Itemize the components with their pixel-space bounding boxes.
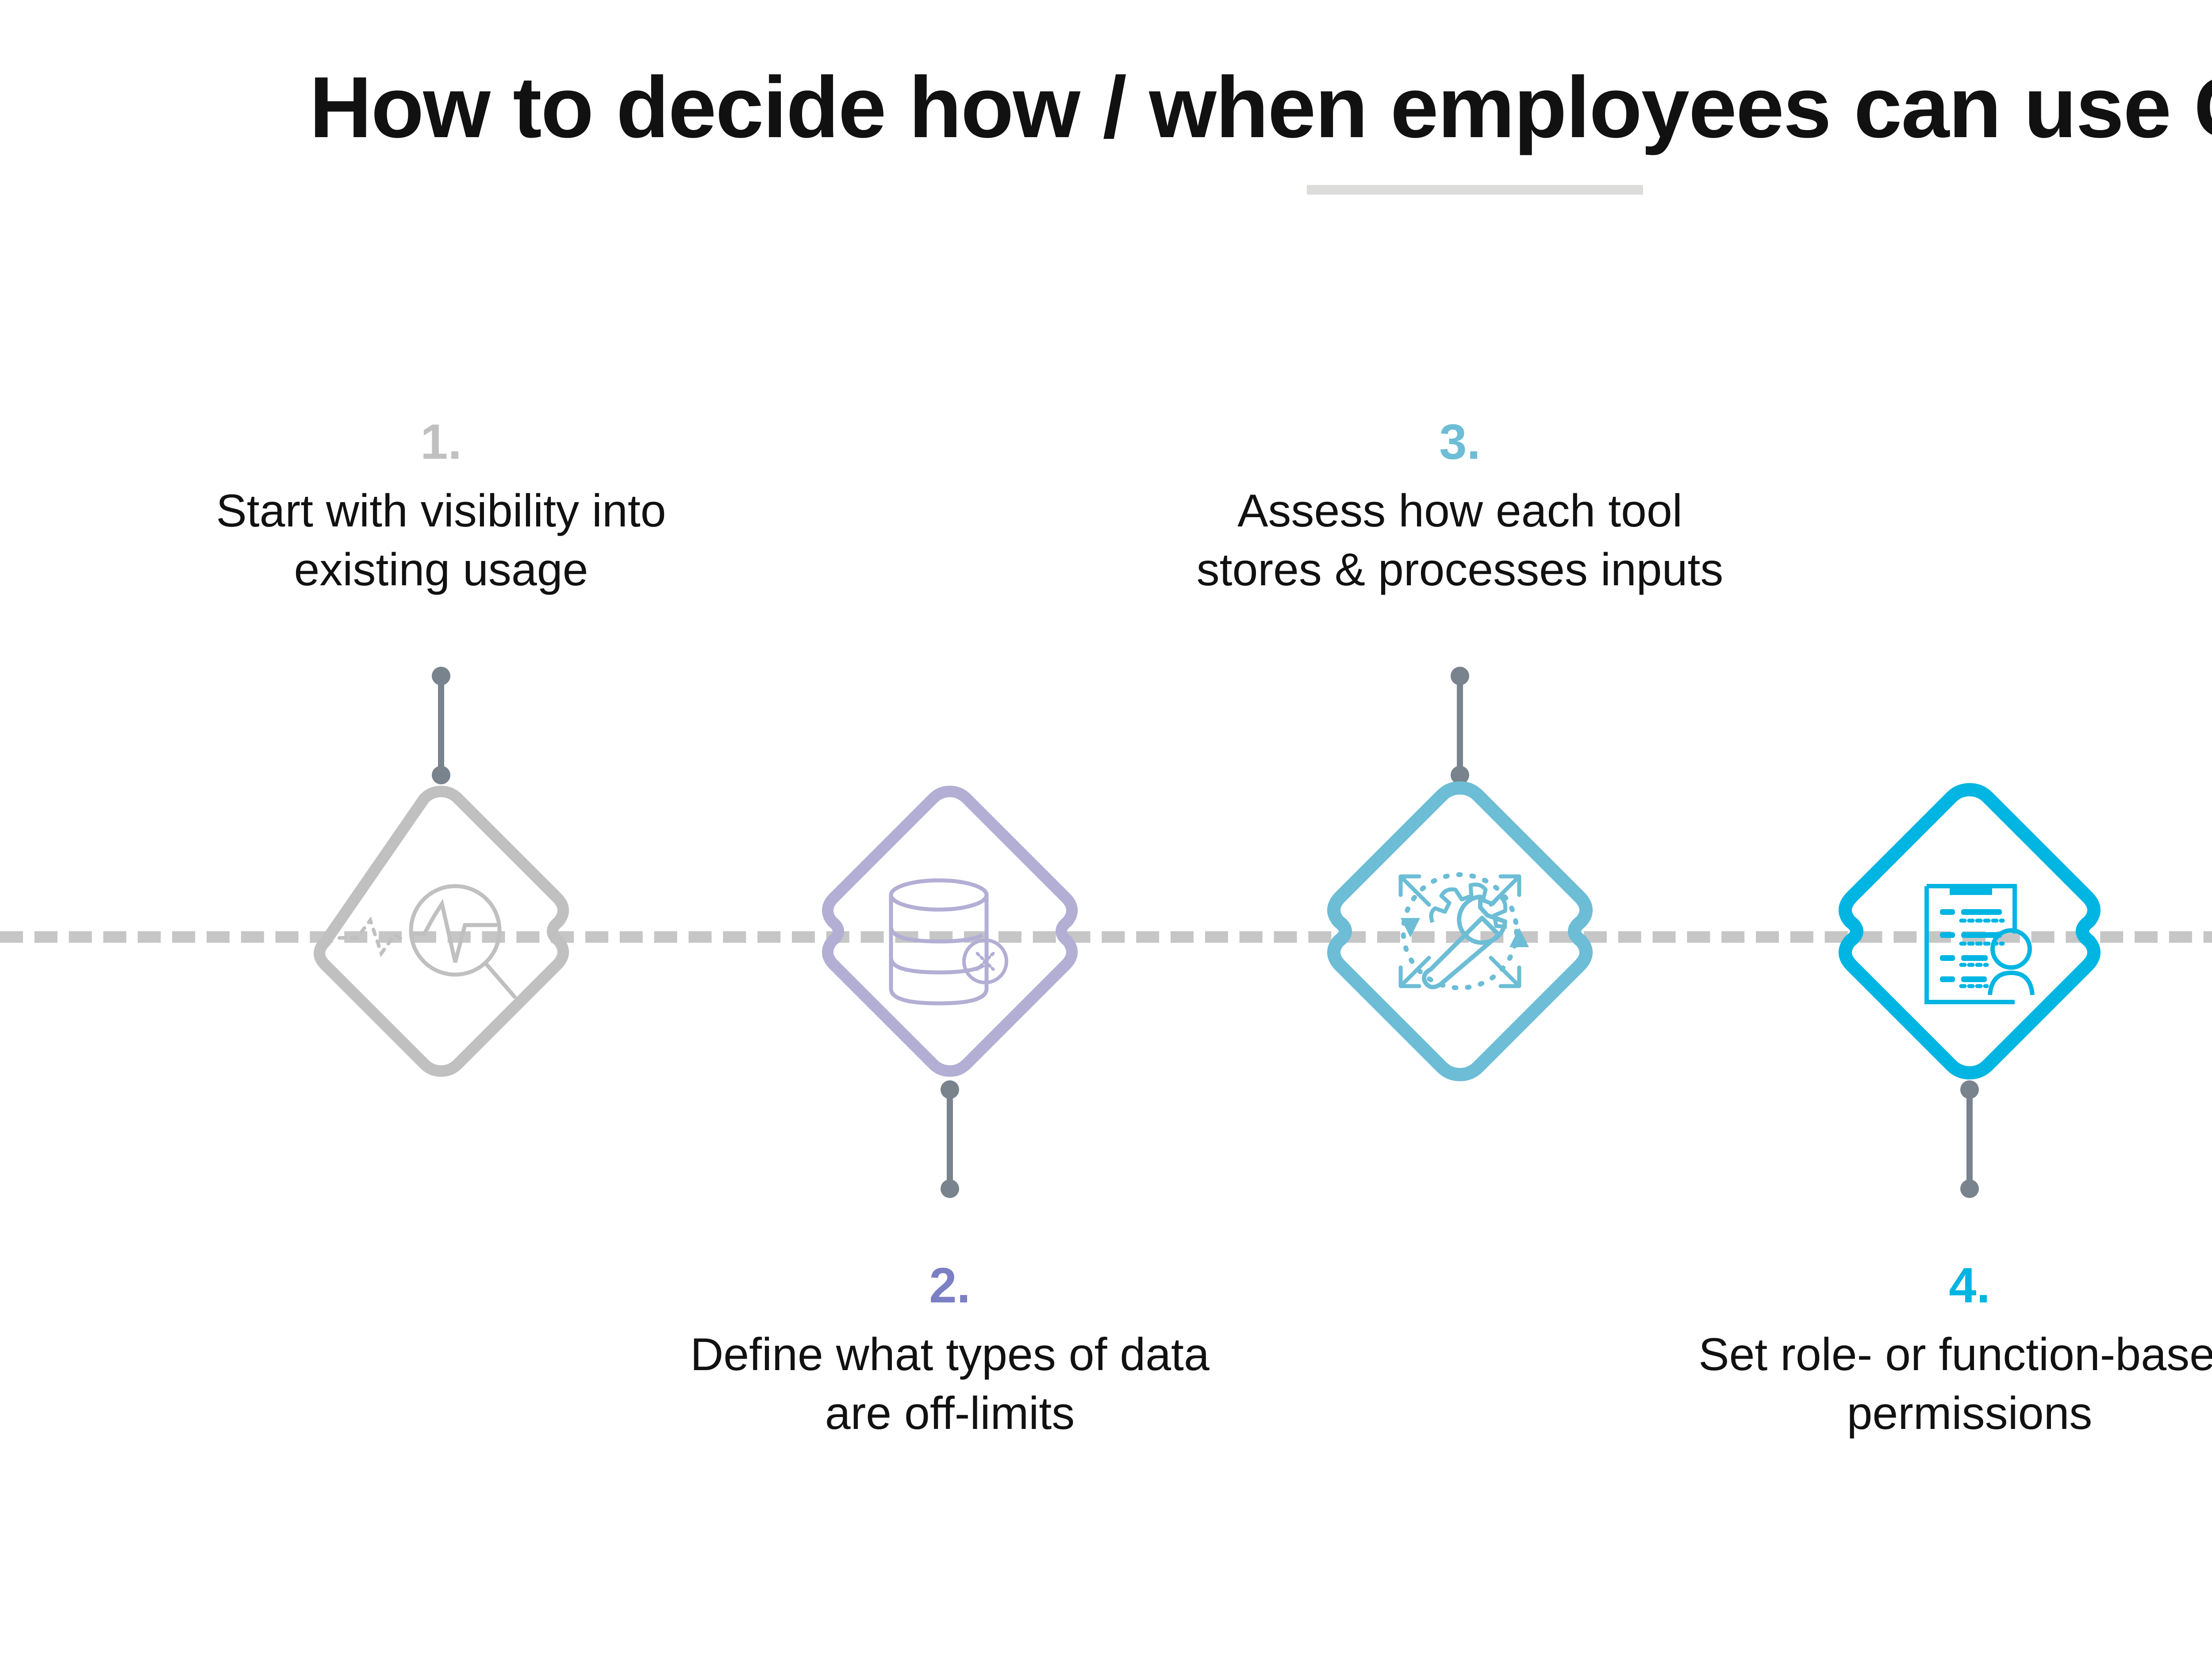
step-3-number: 3. [1439, 414, 1481, 469]
process-step-4[interactable]: 4. Set role- or function-based permissio… [1660, 0, 2212, 1659]
step-4-diamond[interactable] [1815, 776, 2124, 1086]
step-3-connector [1451, 667, 1469, 784]
title-block: How to decide how / when employees can u… [0, 62, 2212, 195]
step-1-number: 1. [420, 414, 462, 469]
step-1-label: Start with visibility into existing usag… [216, 485, 666, 595]
step-2-card: 2. Define what types of data are off-lim… [640, 1261, 1260, 1443]
step-4-card: 4. Set role- or function-based permissio… [1660, 1261, 2212, 1443]
title-divider-rule [1306, 184, 1643, 195]
step-4-label: Set role- or function-based permissions [1698, 1329, 2212, 1440]
process-step-1[interactable]: 1. Start with visibility into existing u… [131, 0, 751, 1659]
step-2-number: 2. [929, 1258, 971, 1313]
page-title: How to decide how / when employees can u… [309, 59, 2212, 156]
step-1-diamond[interactable] [286, 776, 596, 1086]
process-step-2[interactable]: 2. Define what types of data are off-lim… [640, 0, 1260, 1659]
step-5-label: Establish a process for requesting & rev… [2170, 423, 2212, 599]
wrench-gear-expand-icon [1398, 872, 1529, 991]
process-step-5[interactable]: 5. Establish a process for requesting & … [2170, 0, 2212, 1659]
step-1-connector [432, 667, 450, 784]
step-1-card: 1. Start with visibility into existing u… [131, 417, 751, 599]
step-2-connector [941, 1080, 959, 1198]
document-person-permissions-icon [1924, 884, 2035, 1004]
step-5-number: 5. [2170, 358, 2212, 408]
step-2-diamond[interactable] [795, 776, 1105, 1086]
step-3-card: 3. Assess how each tool stores & process… [1150, 417, 1770, 599]
step-4-number: 4. [1949, 1258, 1990, 1313]
step-3-diamond[interactable] [1305, 776, 1615, 1086]
step-5-card: 5. Establish a process for requesting & … [2170, 358, 2212, 599]
step-2-label: Define what types of data are off-limits [690, 1329, 1210, 1440]
step-4-connector [1960, 1080, 1979, 1198]
database-blocked-icon [889, 878, 1008, 1006]
process-step-3[interactable]: 3. Assess how each tool stores & process… [1150, 0, 1770, 1659]
step-3-label: Assess how each tool stores & processes … [1196, 485, 1724, 595]
magnifying-glass-pulse-icon [338, 884, 517, 999]
